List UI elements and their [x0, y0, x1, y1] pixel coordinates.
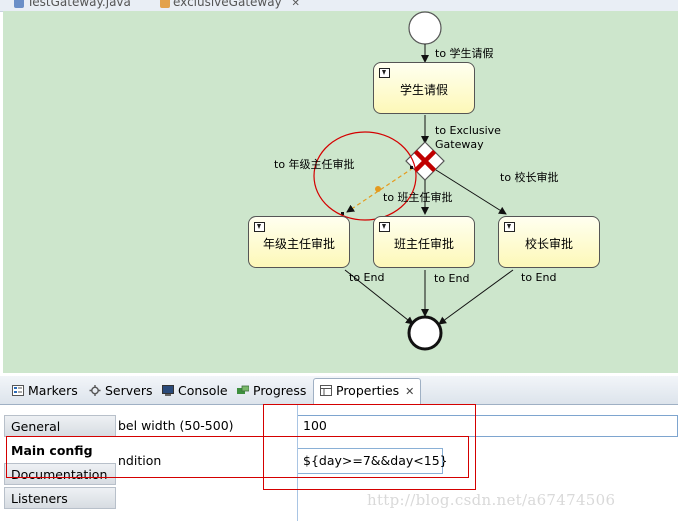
flow-label-principal-end[interactable]: to End [521, 271, 557, 284]
tab-servers[interactable]: Servers [89, 381, 153, 401]
sidebar-item-general[interactable]: General [4, 415, 116, 437]
diagram-connections [313, 11, 514, 351]
tab-label: Markers [28, 383, 78, 398]
task-label: 校长审批 [524, 237, 573, 251]
user-task-icon [254, 222, 265, 232]
tab-properties[interactable]: Properties ✕ [313, 378, 422, 404]
exclusive-x-icon [413, 149, 437, 173]
annotation-box-fields [263, 404, 476, 490]
sidebar-item-documentation[interactable]: Documentation [4, 463, 116, 485]
properties-icon [320, 385, 332, 396]
tab-label: Progress [253, 383, 307, 398]
user-task-icon [504, 222, 515, 232]
editor-tab-label: TestGateway.java [27, 0, 131, 9]
column-divider [297, 405, 298, 521]
user-task-icon [379, 68, 390, 78]
tab-label: Properties [336, 383, 400, 398]
flow-to-principal[interactable] [435, 169, 507, 215]
user-task-icon [379, 222, 390, 232]
annotation-box-condition-row [6, 436, 469, 478]
flow-label-to-grade[interactable]: to 年级主任审批 [274, 158, 355, 171]
tab-markers[interactable]: Markers [12, 381, 78, 401]
condition-input[interactable]: ${day>=7&&day<15} [297, 448, 448, 474]
flow-grade-to-end[interactable] [344, 269, 414, 325]
java-file-icon [14, 0, 24, 8]
task-label: 年级主任审批 [262, 237, 335, 251]
condition-label: ndition [118, 453, 162, 468]
close-icon[interactable]: ✕ [291, 0, 300, 9]
views-tab-bar: Markers Servers Console Progress Propert… [0, 376, 678, 405]
flow-label-class-end[interactable]: to End [434, 272, 470, 285]
task-class-teacher[interactable]: 班主任审批 [373, 216, 475, 268]
progress-icon [237, 385, 249, 394]
flow-label-to-class[interactable]: to 班主任审批 [383, 191, 453, 204]
tab-progress[interactable]: Progress [237, 381, 306, 401]
editor-tab-label: exclusiveGateway [173, 0, 282, 9]
watermark: http://blog.csdn.net/a67474506 [367, 491, 616, 509]
sidebar-item-listeners[interactable]: Listeners [4, 487, 116, 509]
flow-start-handle[interactable] [410, 166, 413, 169]
tab-label: Console [178, 383, 228, 398]
task-grade-director[interactable]: 年级主任审批 [248, 216, 350, 268]
editor-tab-exclusivegateway[interactable]: exclusiveGateway ✕ [160, 0, 300, 10]
tab-label: Servers [105, 383, 153, 398]
flow-label-to-gateway[interactable]: to Exclusive [435, 124, 501, 137]
label-width-label: bel width (50-500) [118, 418, 234, 433]
close-icon[interactable]: ✕ [405, 385, 415, 398]
flow-end-handle[interactable] [341, 212, 344, 215]
flow-midpoint-handle[interactable] [375, 186, 381, 192]
task-student-leave[interactable]: 学生请假 [373, 62, 475, 114]
flow-label-to-gateway-line2[interactable]: Gateway [435, 138, 484, 151]
task-label: 学生请假 [399, 83, 448, 97]
flow-principal-to-end[interactable] [438, 269, 514, 325]
diagram-file-icon [160, 0, 170, 8]
task-label: 班主任审批 [393, 237, 454, 251]
markers-icon [12, 385, 24, 396]
flow-label-grade-end[interactable]: to End [349, 271, 385, 284]
flow-label-to-student[interactable]: to 学生请假 [435, 47, 494, 60]
annotation-ellipse [313, 131, 417, 221]
end-event[interactable] [407, 315, 443, 351]
console-icon [162, 385, 174, 396]
flow-label-to-principal[interactable]: to 校长审批 [500, 171, 559, 184]
sidebar-item-main-config[interactable]: Main config [4, 439, 116, 461]
diagram-canvas[interactable]: 学生请假 年级主任审批 班主任审批 校长审批 to 学生请假 to Exclus… [3, 11, 678, 373]
properties-panel: General Main config Documentation Listen… [0, 405, 678, 521]
servers-icon [89, 385, 101, 396]
task-principal[interactable]: 校长审批 [498, 216, 600, 268]
editor-tab-testgateway[interactable]: TestGateway.java [14, 0, 131, 10]
tab-console[interactable]: Console [162, 381, 228, 401]
start-event[interactable] [408, 11, 442, 45]
flow-to-grade[interactable] [346, 167, 414, 213]
